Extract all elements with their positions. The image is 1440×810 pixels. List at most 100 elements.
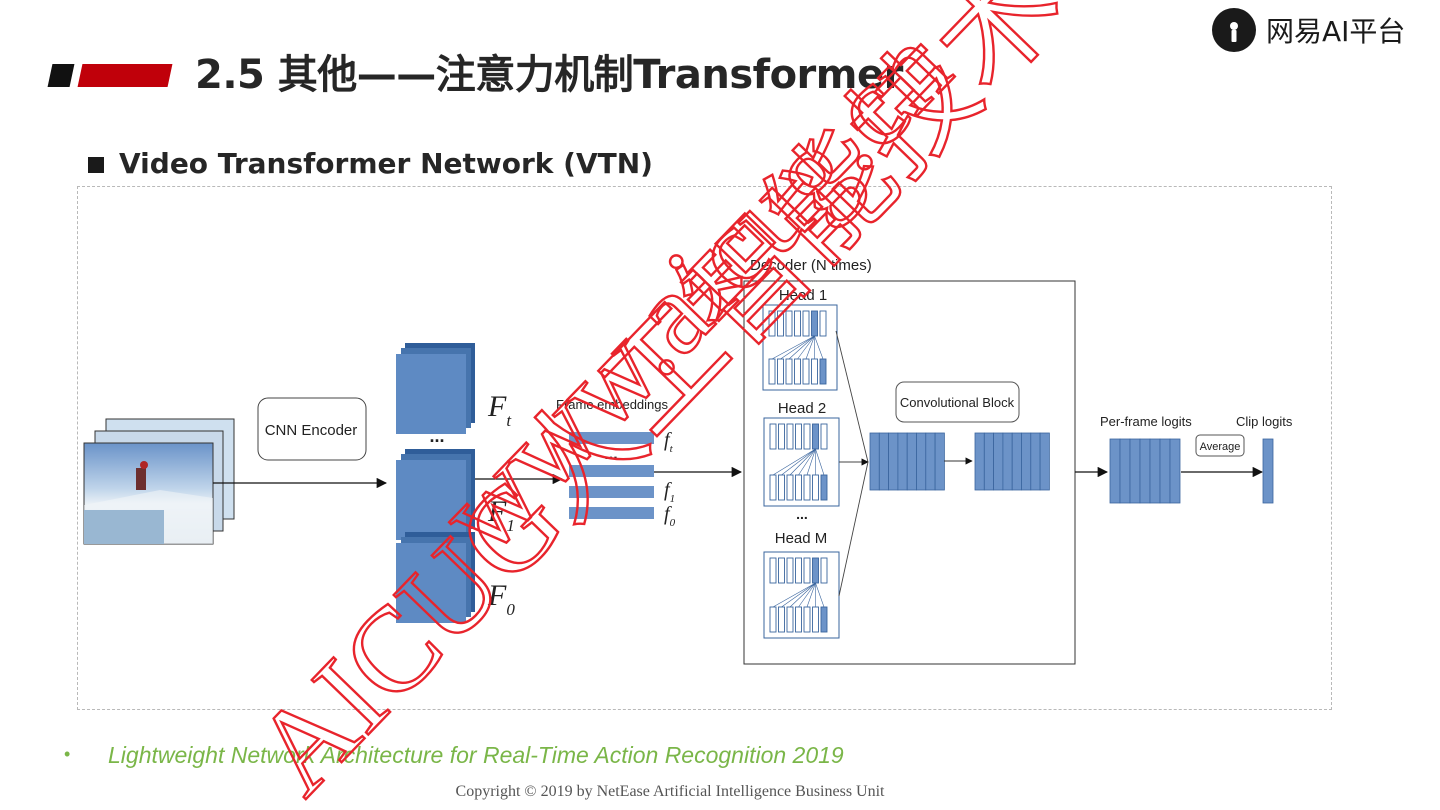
embedding-bar-1 bbox=[569, 486, 654, 498]
head-token bbox=[813, 424, 819, 449]
decoder-label: Decoder (N times) bbox=[750, 257, 872, 274]
head-token bbox=[803, 311, 809, 336]
conv-output-column bbox=[984, 433, 993, 490]
head-token bbox=[820, 359, 826, 384]
head-token bbox=[804, 424, 810, 449]
clip-logit-bar bbox=[1263, 439, 1273, 503]
head-token bbox=[821, 424, 827, 449]
per-frame-logit-column bbox=[1150, 439, 1160, 503]
head-token bbox=[796, 475, 802, 500]
embedding-label-f0: f0 bbox=[664, 503, 676, 529]
head-token bbox=[787, 607, 793, 632]
head-token bbox=[779, 475, 785, 500]
head-token bbox=[796, 424, 802, 449]
head-token bbox=[796, 558, 802, 583]
head-token bbox=[820, 311, 826, 336]
per-frame-logit-column bbox=[1120, 439, 1130, 503]
head-token bbox=[804, 475, 810, 500]
per-frame-logit-column bbox=[1160, 439, 1170, 503]
head-token bbox=[787, 558, 793, 583]
head-token bbox=[786, 359, 792, 384]
feature-label-F1: F1 bbox=[487, 495, 515, 535]
head-token bbox=[821, 607, 827, 632]
head-token bbox=[770, 558, 776, 583]
conv-block-label: Convolutional Block bbox=[900, 395, 1015, 410]
per-frame-logit-column bbox=[1140, 439, 1150, 503]
head-token bbox=[779, 424, 785, 449]
head-token bbox=[803, 359, 809, 384]
conv-output-column bbox=[1003, 433, 1012, 490]
head-token bbox=[787, 424, 793, 449]
reference-citation: Lightweight Network Architecture for Rea… bbox=[108, 742, 844, 769]
concat-column bbox=[898, 433, 907, 490]
embedding-bar-0 bbox=[569, 507, 654, 519]
conv-output-column bbox=[994, 433, 1003, 490]
head-2-label: Head 2 bbox=[778, 400, 826, 417]
head-1-block bbox=[763, 305, 837, 390]
per-frame-logit-column bbox=[1130, 439, 1140, 503]
head-token bbox=[812, 311, 818, 336]
head-token bbox=[769, 311, 775, 336]
reference-bullet: • bbox=[64, 744, 70, 765]
frame-embeddings-label: Frame embeddings bbox=[556, 397, 668, 412]
feature-label-Ft: Ft bbox=[487, 390, 512, 430]
head-token bbox=[786, 311, 792, 336]
concat-column bbox=[917, 433, 926, 490]
head-1-label: Head 1 bbox=[779, 287, 827, 304]
copyright-footer: Copyright © 2019 by NetEase Artificial I… bbox=[0, 783, 1340, 801]
head-token bbox=[796, 607, 802, 632]
per-frame-logit-column-group bbox=[1110, 439, 1180, 503]
head-m-block bbox=[764, 552, 839, 638]
conv-output-column bbox=[975, 433, 984, 490]
per-frame-logit-column bbox=[1110, 439, 1120, 503]
head-token bbox=[778, 311, 784, 336]
head-token bbox=[778, 359, 784, 384]
conv-output-column bbox=[1022, 433, 1031, 490]
head-token bbox=[804, 607, 810, 632]
conv-output-column bbox=[1031, 433, 1040, 490]
feature-stack-dots: ... bbox=[429, 426, 444, 446]
embedding-label-ft: ft bbox=[664, 429, 674, 455]
embedding-dots: ... bbox=[604, 446, 617, 463]
concat-column bbox=[907, 433, 916, 490]
embedding-label-f1: f1 bbox=[664, 479, 675, 505]
head-token bbox=[813, 558, 819, 583]
head-token bbox=[769, 359, 775, 384]
head-m-label: Head M bbox=[775, 530, 828, 547]
head-token bbox=[795, 359, 801, 384]
feature-stack-1 bbox=[396, 449, 475, 540]
embedding-bar-2 bbox=[569, 465, 654, 477]
head-token bbox=[813, 607, 819, 632]
conv-output-column-group bbox=[975, 433, 1049, 490]
head-token bbox=[770, 607, 776, 632]
video-frames-input bbox=[84, 419, 234, 544]
head-token bbox=[821, 475, 827, 500]
average-label: Average bbox=[1200, 441, 1241, 453]
head-token bbox=[770, 475, 776, 500]
conv-output-column bbox=[1040, 433, 1049, 490]
clip-logits-label: Clip logits bbox=[1236, 414, 1293, 429]
head-token bbox=[770, 424, 776, 449]
concat-column-group bbox=[870, 433, 944, 490]
per-frame-logits-label: Per-frame logits bbox=[1100, 414, 1192, 429]
conv-output-column bbox=[1012, 433, 1021, 490]
concat-column bbox=[879, 433, 888, 490]
head-token bbox=[812, 359, 818, 384]
per-frame-logit-column bbox=[1170, 439, 1180, 503]
head-token bbox=[779, 558, 785, 583]
feature-label-F0: F0 bbox=[487, 579, 515, 619]
cnn-encoder-label: CNN Encoder bbox=[265, 422, 358, 439]
head-token bbox=[813, 475, 819, 500]
head-token bbox=[779, 607, 785, 632]
concat-column bbox=[889, 433, 898, 490]
feature-stack-t bbox=[396, 343, 475, 434]
heads-dots: ... bbox=[796, 506, 808, 522]
concat-column bbox=[926, 433, 935, 490]
head-token bbox=[795, 311, 801, 336]
embedding-bar-t bbox=[569, 432, 654, 444]
feature-stack-0 bbox=[396, 532, 475, 623]
head-2-block bbox=[764, 418, 839, 506]
concat-column bbox=[935, 433, 944, 490]
head-token bbox=[804, 558, 810, 583]
